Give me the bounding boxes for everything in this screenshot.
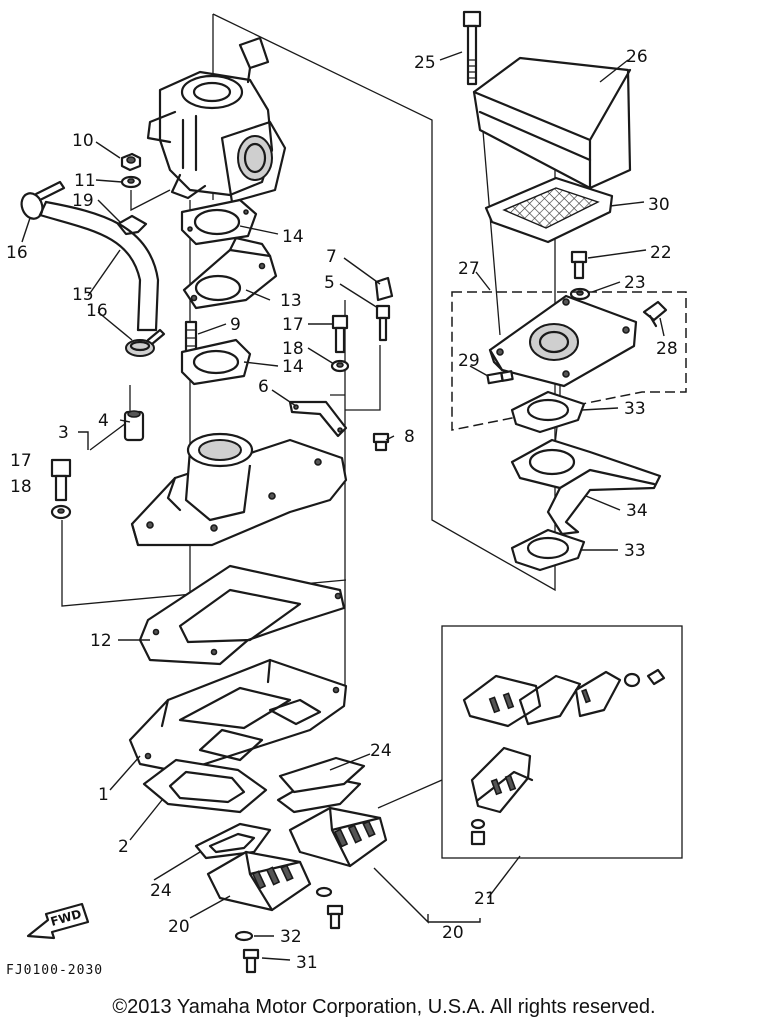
reed-valve-20-left xyxy=(206,850,312,912)
callout-27: 27 xyxy=(458,259,480,279)
copyright-notice: ©2013 Yamaha Motor Corporation, U.S.A. A… xyxy=(112,996,656,1018)
plug-8 xyxy=(372,432,390,452)
washer-23 xyxy=(569,287,591,301)
collar-4 xyxy=(123,410,145,442)
callout-4: 4 xyxy=(98,411,109,431)
callout-34: 34 xyxy=(626,501,648,521)
gasket-33-upper xyxy=(510,390,586,434)
bolt-25 xyxy=(462,10,482,86)
callout-22: 22 xyxy=(650,243,672,263)
washer-18-left xyxy=(50,504,72,520)
reed-gasket-24-left xyxy=(194,822,272,860)
callout-32: 32 xyxy=(280,927,302,947)
callout-33b: 33 xyxy=(624,541,646,561)
nut-10 xyxy=(120,152,142,172)
callout-18b: 18 xyxy=(10,477,32,497)
callout-13: 13 xyxy=(280,291,302,311)
bracket-6 xyxy=(288,400,348,438)
callout-11: 11 xyxy=(74,171,96,191)
reed-valve-plate-1 xyxy=(128,658,348,774)
reed-gasket-24-right xyxy=(278,756,366,794)
gasket-14-upper xyxy=(180,198,258,246)
intake-manifold-3 xyxy=(130,432,348,547)
callout-8: 8 xyxy=(404,427,415,447)
callout-15: 15 xyxy=(72,285,94,305)
callout-26: 26 xyxy=(626,47,648,67)
washer-32 xyxy=(234,886,333,942)
bracket-34 xyxy=(510,438,662,536)
callout-25: 25 xyxy=(414,53,436,73)
hose-clamp-16-lower xyxy=(125,328,166,357)
callout-20b: 20 xyxy=(442,923,464,943)
gasket-14-lower xyxy=(180,338,252,386)
callout-20a: 20 xyxy=(168,917,190,937)
clip-19 xyxy=(116,214,148,236)
hose-clamp-16-upper xyxy=(20,180,66,220)
bolt-22 xyxy=(570,250,588,280)
callout-21: 21 xyxy=(474,889,496,909)
callout-16a: 16 xyxy=(6,243,28,263)
callout-19: 19 xyxy=(72,191,94,211)
fitting-5 xyxy=(375,304,391,342)
carburetor xyxy=(146,36,287,204)
callout-6: 6 xyxy=(258,377,269,397)
screw-31 xyxy=(242,904,344,974)
callout-9: 9 xyxy=(230,315,241,335)
callout-31: 31 xyxy=(296,953,318,973)
exploded-parts-diagram: FWD xyxy=(6,10,687,974)
callout-17a: 17 xyxy=(282,315,304,335)
leader-lines xyxy=(21,51,665,961)
silencer-case-27 xyxy=(488,294,638,388)
callout-28: 28 xyxy=(656,339,678,359)
diagram-code: FJ0100-2030 xyxy=(6,963,104,978)
callout-14b: 14 xyxy=(282,357,304,377)
callout-5: 5 xyxy=(324,273,335,293)
fuel-hose-15 xyxy=(38,200,160,332)
silencer-screen-30 xyxy=(484,176,614,244)
callout-24a: 24 xyxy=(150,881,172,901)
callout-30: 30 xyxy=(648,195,670,215)
intake-silencer-cover-26 xyxy=(472,56,632,190)
silencer-case-group-box xyxy=(451,291,687,431)
screw-29 xyxy=(486,370,514,385)
manifold-gasket-12 xyxy=(138,564,346,666)
callout-2: 2 xyxy=(118,837,129,857)
callout-18a: 18 xyxy=(282,339,304,359)
washer-11 xyxy=(120,175,142,189)
callout-17b: 17 xyxy=(10,451,32,471)
gasket-33-lower xyxy=(510,528,586,572)
callout-3: 3 xyxy=(58,423,69,443)
callout-29: 29 xyxy=(458,351,480,371)
callout-23: 23 xyxy=(624,273,646,293)
callout-1: 1 xyxy=(98,785,109,805)
callout-16b: 16 xyxy=(86,301,108,321)
callout-labels: 1 2 3 4 5 6 7 8 9 10 11 12 13 14 14 15 1… xyxy=(6,47,678,973)
callout-24b: 24 xyxy=(370,741,392,761)
bolt-17-middle xyxy=(331,314,349,354)
reed-valve-detail-inset xyxy=(377,625,683,859)
callout-14a: 14 xyxy=(282,227,304,247)
callout-7: 7 xyxy=(326,247,337,267)
reed-valve-20-right xyxy=(288,806,388,868)
callout-10: 10 xyxy=(72,131,94,151)
fitting-28 xyxy=(642,300,668,328)
cap-7 xyxy=(374,276,394,302)
washer-18-middle xyxy=(330,359,350,373)
callout-12: 12 xyxy=(90,631,112,651)
callout-33a: 33 xyxy=(624,399,646,419)
bolt-17-left xyxy=(50,458,72,502)
fwd-direction-arrow: FWD xyxy=(26,902,90,940)
